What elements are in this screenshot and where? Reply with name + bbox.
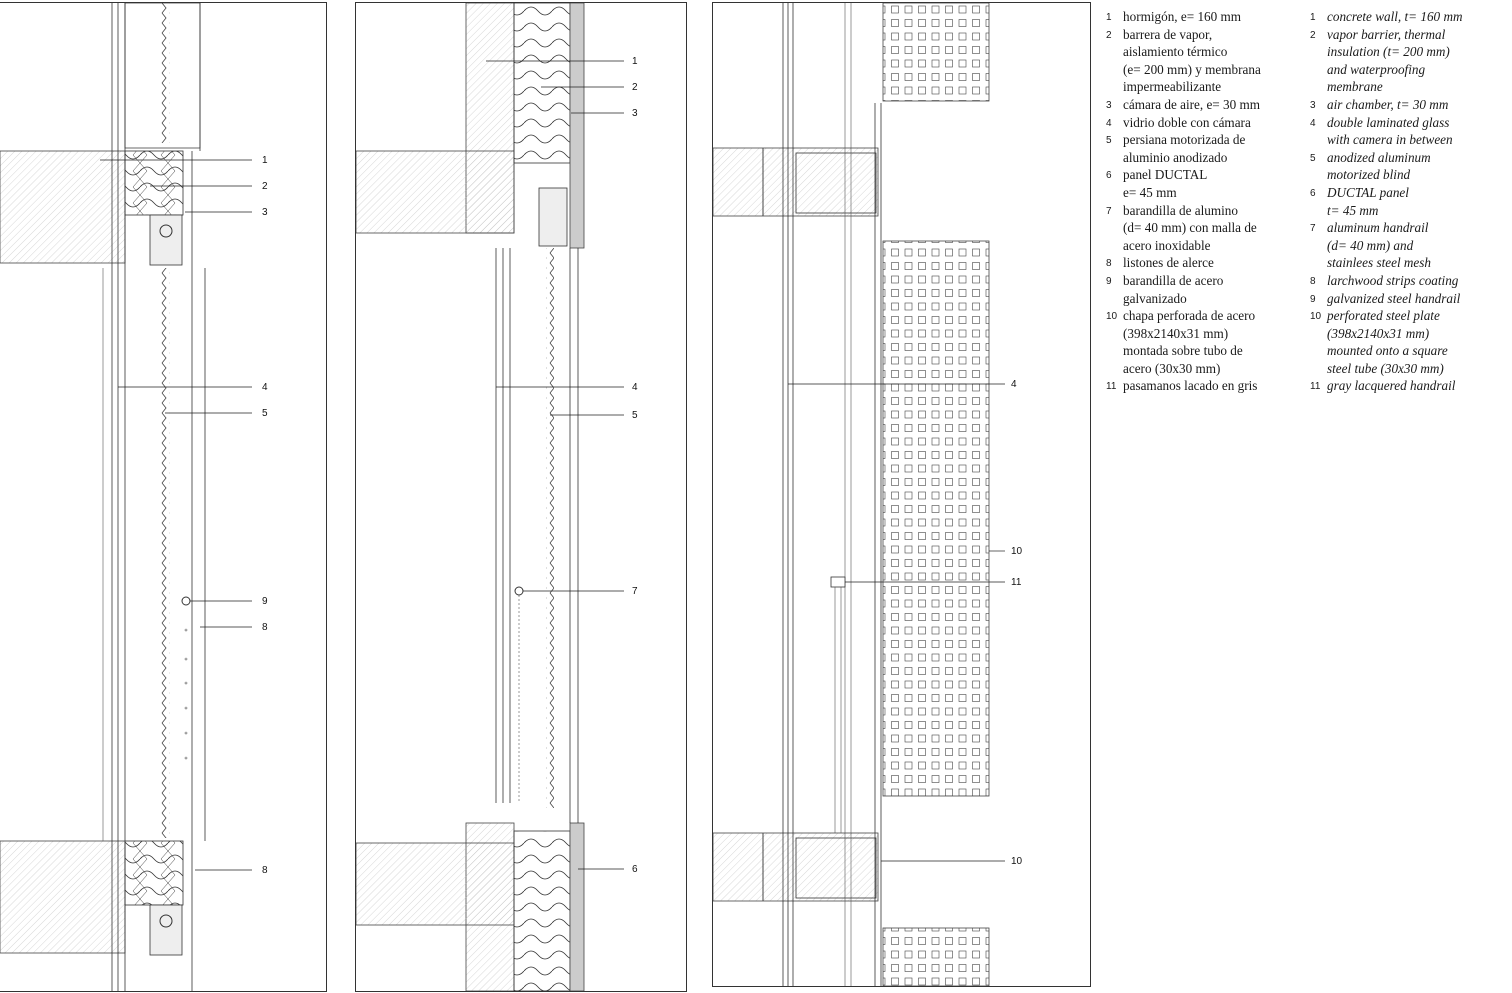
legend-item-number: 6 xyxy=(1106,170,1112,182)
legend-item-number: 7 xyxy=(1310,223,1316,235)
legend-item: 3 air chamber, t= 30 mm xyxy=(1302,96,1508,114)
callout-10: 10 xyxy=(1011,546,1023,557)
legend-item-number: 8 xyxy=(1106,258,1112,270)
legend-item: 4 vidrio doble con cámara xyxy=(1098,114,1298,132)
legend-item-number: 2 xyxy=(1106,29,1112,41)
legend-item-number: 11 xyxy=(1310,381,1321,393)
legend-item-text: anodized aluminum motorized blind xyxy=(1327,149,1431,183)
legend-item: 2 barrera de vapor, aislamiento térmico (… xyxy=(1098,26,1298,96)
legend-item-text: larchwood strips coating xyxy=(1327,272,1459,288)
legend-item-number: 11 xyxy=(1106,381,1117,393)
legend-item-text: listones de alerce xyxy=(1123,255,1214,271)
callout-3: 3 xyxy=(262,207,268,218)
section-1-linework: 1 2 3 4 5 9 8 8 xyxy=(0,3,268,991)
legend-item: 2 vapor barrier, thermal insulation (t= 2… xyxy=(1302,26,1508,96)
legend-item-text: aluminum handrail (d= 40 mm) and stainle… xyxy=(1327,220,1432,271)
legend-item-number: 9 xyxy=(1310,293,1316,305)
legend-item: 4 double laminated glass with camera in b… xyxy=(1302,114,1508,149)
legend-item-text: barandilla de alumino (d= 40 mm) con mal… xyxy=(1123,202,1257,253)
callout-5: 5 xyxy=(632,410,638,421)
legend-item-text: barandilla de acero galvanizado xyxy=(1123,272,1224,306)
legend-item-number: 3 xyxy=(1310,99,1316,111)
callout-1: 1 xyxy=(262,155,268,166)
legend-item: 10 chapa perforada de acero (398x2140x31 … xyxy=(1098,307,1298,377)
legend-item-number: 4 xyxy=(1106,117,1112,129)
legend-item-number: 4 xyxy=(1310,117,1316,129)
legend-item-number: 7 xyxy=(1106,205,1112,217)
callout-6: 6 xyxy=(632,864,638,875)
legend-item-number: 3 xyxy=(1106,99,1112,111)
legend-item-text: air chamber, t= 30 mm xyxy=(1327,96,1449,112)
legend-item-number: 9 xyxy=(1106,275,1112,287)
legend-item-number: 10 xyxy=(1106,311,1118,323)
legend-item-text: cámara de aire, e= 30 mm xyxy=(1123,96,1261,112)
callout-2: 2 xyxy=(632,82,638,93)
callout-4: 4 xyxy=(1011,379,1017,390)
callout-1: 1 xyxy=(632,56,638,67)
legend-item-text: perforated steel plate (398x2140x31 mm) … xyxy=(1327,308,1448,376)
legend-item: 11 pasamanos lacado en gris xyxy=(1098,377,1298,395)
legend-item-number: 1 xyxy=(1106,12,1112,23)
legend-item-text: gray lacquered handrail xyxy=(1327,378,1456,394)
callout-5: 5 xyxy=(262,408,268,419)
callout-4: 4 xyxy=(632,382,638,393)
legend-item: 1 hormigón, e= 160 mm xyxy=(1098,8,1298,26)
legend-item: 9 barandilla de acero galvanizado xyxy=(1098,272,1298,307)
section-drawing-2: 1 2 3 4 5 7 6 xyxy=(355,2,687,992)
legend-english: 1 concrete wall, t= 160 mm 2 vapor barrier,… xyxy=(1302,8,1508,395)
legend-item-text: galvanized steel handrail xyxy=(1327,290,1461,306)
legend-item-text: chapa perforada de acero (398x2140x31 mm… xyxy=(1123,308,1256,376)
legend-item-text: concrete wall, t= 160 mm xyxy=(1327,9,1463,24)
legend-item: 7 barandilla de alumino (d= 40 mm) con ma… xyxy=(1098,202,1298,255)
section-drawing-1: 1 2 3 4 5 9 8 8 xyxy=(0,2,327,992)
legend-item: 5 anodized aluminum motorized blind xyxy=(1302,149,1508,184)
legend-item-text: pasamanos lacado en gris xyxy=(1123,378,1258,394)
callout-4: 4 xyxy=(262,382,268,393)
legend-item-number: 6 xyxy=(1310,187,1316,199)
legend-item-number: 2 xyxy=(1310,29,1316,41)
section-2-linework: 1 2 3 4 5 7 6 xyxy=(356,3,638,991)
legend-item-number: 5 xyxy=(1106,135,1112,147)
legend: 1 hormigón, e= 160 mm 2 barrera de vapor, a… xyxy=(1098,8,1508,408)
callout-9: 9 xyxy=(262,596,268,607)
legend-item-text: vapor barrier, thermal insulation (t= 20… xyxy=(1327,26,1450,95)
legend-item-text: panel DUCTAL e= 45 mm xyxy=(1123,167,1208,200)
legend-item-number: 10 xyxy=(1310,311,1322,323)
section-3-linework: 4 10 11 10 xyxy=(713,3,1023,986)
callout-10-lower: 10 xyxy=(1011,856,1023,867)
legend-item-text: barrera de vapor, aislamiento térmico (e… xyxy=(1123,26,1261,95)
legend-item-text: persiana motorizada de aluminio anodizad… xyxy=(1123,132,1246,165)
legend-item: 1 concrete wall, t= 160 mm xyxy=(1302,8,1508,26)
legend-item: 6 panel DUCTAL e= 45 mm xyxy=(1098,166,1298,201)
callout-8: 8 xyxy=(262,622,268,633)
callout-3: 3 xyxy=(632,108,638,119)
callout-8-lower: 8 xyxy=(262,865,268,876)
legend-item: 8 listones de alerce xyxy=(1098,254,1298,272)
legend-item: 10 perforated steel plate (398x2140x31 mm… xyxy=(1302,307,1508,377)
callout-2: 2 xyxy=(262,181,268,192)
legend-item-number: 8 xyxy=(1310,275,1316,287)
callout-7: 7 xyxy=(632,586,638,597)
legend-item-text: DUCTAL panel t= 45 mm xyxy=(1327,184,1409,218)
legend-item: 9 galvanized steel handrail xyxy=(1302,290,1508,308)
legend-item: 6 DUCTAL panel t= 45 mm xyxy=(1302,184,1508,219)
legend-item: 7 aluminum handrail (d= 40 mm) and stainl… xyxy=(1302,219,1508,272)
legend-item-text: double laminated glass with camera in be… xyxy=(1327,114,1453,148)
legend-spanish: 1 hormigón, e= 160 mm 2 barrera de vapor, a… xyxy=(1098,8,1298,395)
legend-item-text: hormigón, e= 160 mm xyxy=(1123,9,1242,24)
legend-item-number: 5 xyxy=(1310,152,1316,164)
legend-item-text: vidrio doble con cámara xyxy=(1123,114,1251,130)
callout-11: 11 xyxy=(1011,577,1022,588)
legend-item: 11 gray lacquered handrail xyxy=(1302,377,1508,395)
section-drawing-3: 4 10 11 10 xyxy=(712,2,1091,987)
legend-item-number: 1 xyxy=(1310,12,1316,23)
legend-item: 3 cámara de aire, e= 30 mm xyxy=(1098,96,1298,114)
legend-item: 8 larchwood strips coating xyxy=(1302,272,1508,290)
legend-item: 5 persiana motorizada de aluminio anodiza… xyxy=(1098,131,1298,166)
